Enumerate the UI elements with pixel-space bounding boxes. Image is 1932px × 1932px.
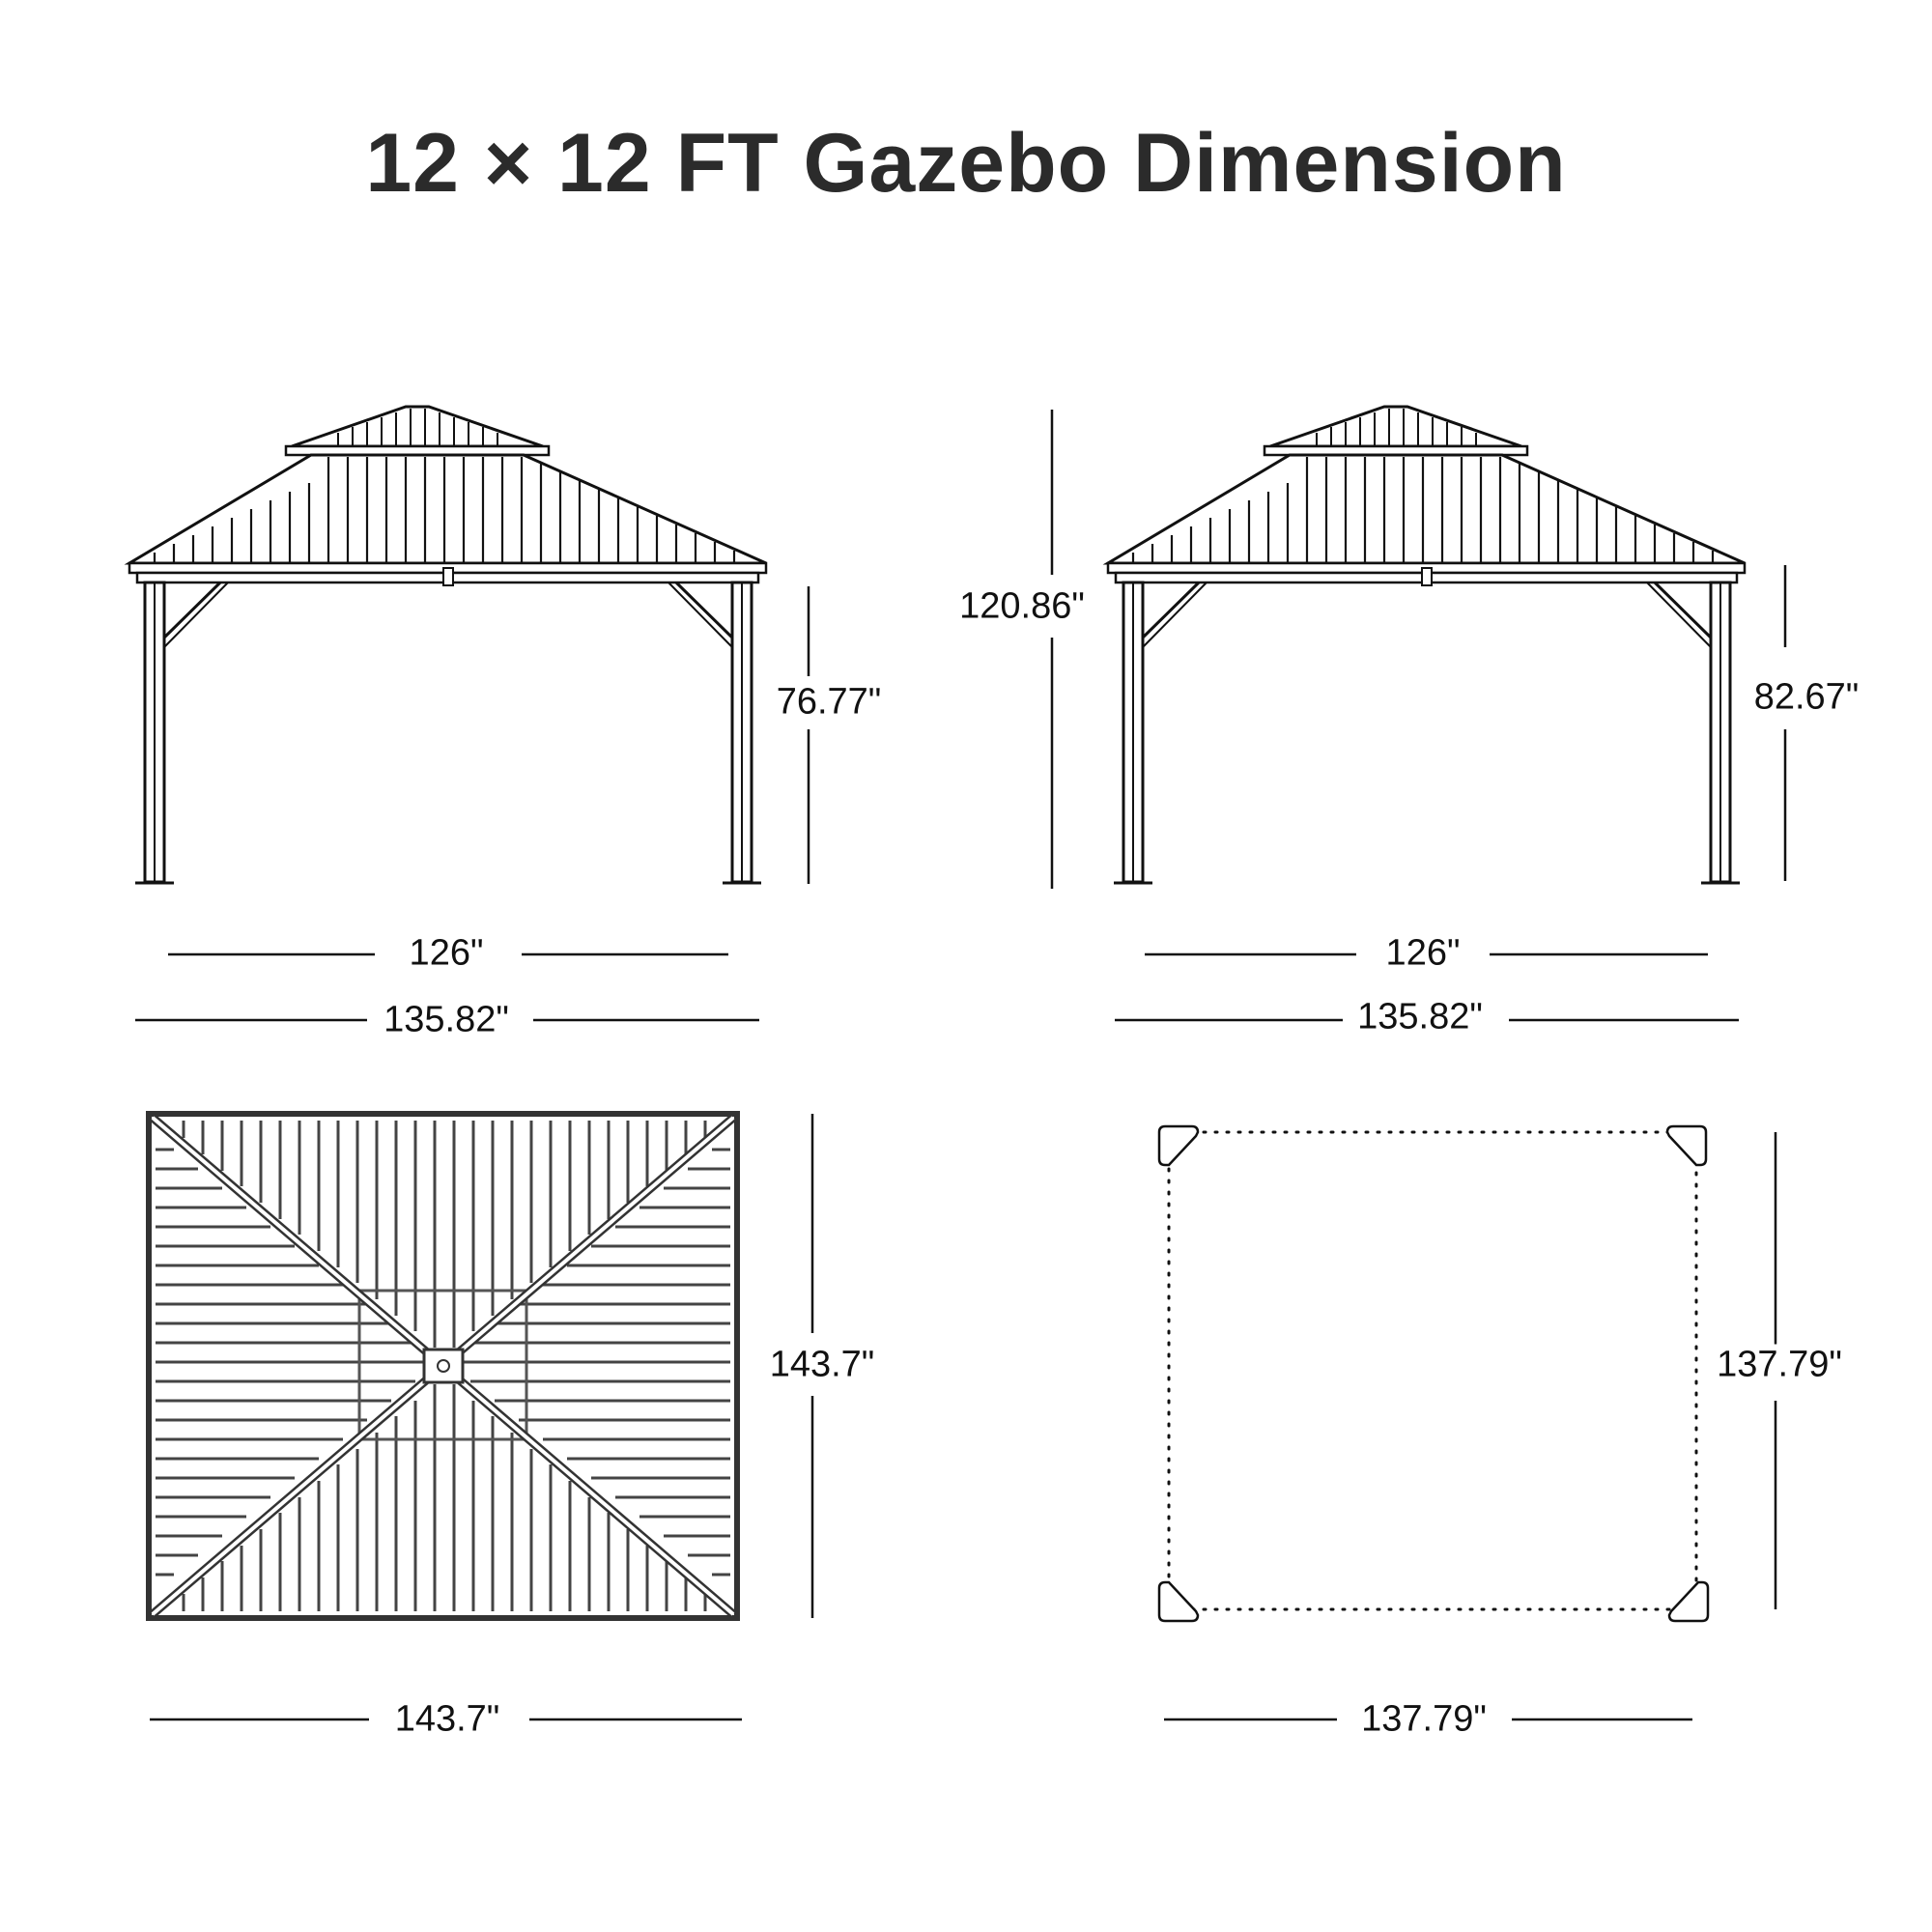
roof-top-view — [146, 1111, 740, 1621]
footprint-plan — [1157, 1124, 1710, 1623]
front-post-height-label: 76.77" — [770, 681, 888, 724]
side-total-height-label: 120.86" — [953, 585, 1091, 628]
side-inner-width-label: 126" — [1379, 932, 1466, 975]
front-inner-width-label: 126" — [403, 932, 490, 975]
side-outer-width-label: 135.82" — [1351, 996, 1489, 1038]
front-outer-width-label: 135.82" — [378, 999, 515, 1041]
front-elevation-drawing — [128, 405, 768, 885]
side-elevation-drawing — [1106, 405, 1747, 885]
page-title: 12 × 12 FT Gazebo Dimension — [365, 117, 1567, 210]
side-post-height-label: 82.67" — [1747, 676, 1865, 719]
roof-depth-label: 143.7" — [763, 1344, 881, 1386]
footprint-depth-label: 137.79" — [1711, 1344, 1848, 1386]
roof-width-label: 143.7" — [388, 1698, 506, 1741]
footprint-width-label: 137.79" — [1355, 1698, 1492, 1741]
